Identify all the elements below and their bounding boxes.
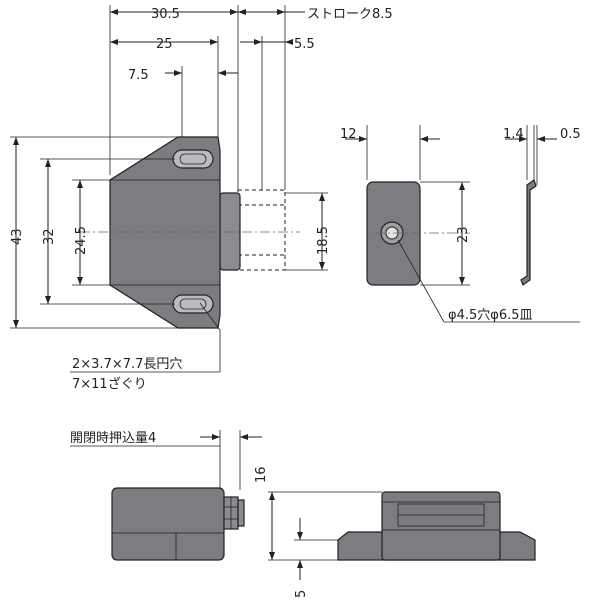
dim-total-width: 30.5 [151,7,180,22]
dim-plate-thickness: 1.4 [503,127,524,142]
latch-body [109,136,221,329]
note-slot-hole-1: 2×3.7×7.7長円穴 [72,357,182,372]
dim-body-height: 24.5 [74,226,89,255]
dim-hole-pitch: 32 [42,228,57,245]
dim-plate-height: 23 [456,226,471,243]
slot-hole-bottom [172,294,214,314]
dim-stroke: ストローク8.5 [307,7,393,22]
latch-side-body [111,487,225,561]
slot-hole-top [172,149,214,169]
dim-height-total: 43 [10,228,25,245]
note-push-amount: 開閉時押込量4 [70,431,156,446]
dim-plunger: 5.5 [294,37,315,52]
note-plate-hole: φ4.5穴φ6.5皿 [448,308,533,323]
plunger [219,192,241,271]
dim-plate-width: 12 [340,127,357,142]
dim-body-width: 25 [156,37,173,52]
dim-side-base: 5 [294,590,309,598]
dim-side-height: 16 [254,466,269,483]
dim-offset: 7.5 [128,68,149,83]
note-slot-hole-2: 7×11ざぐり [72,376,147,392]
dim-plate-bend: 0.5 [560,127,581,142]
dim-plunger-height: 18.5 [316,226,331,255]
plate-side-profile [520,179,537,286]
